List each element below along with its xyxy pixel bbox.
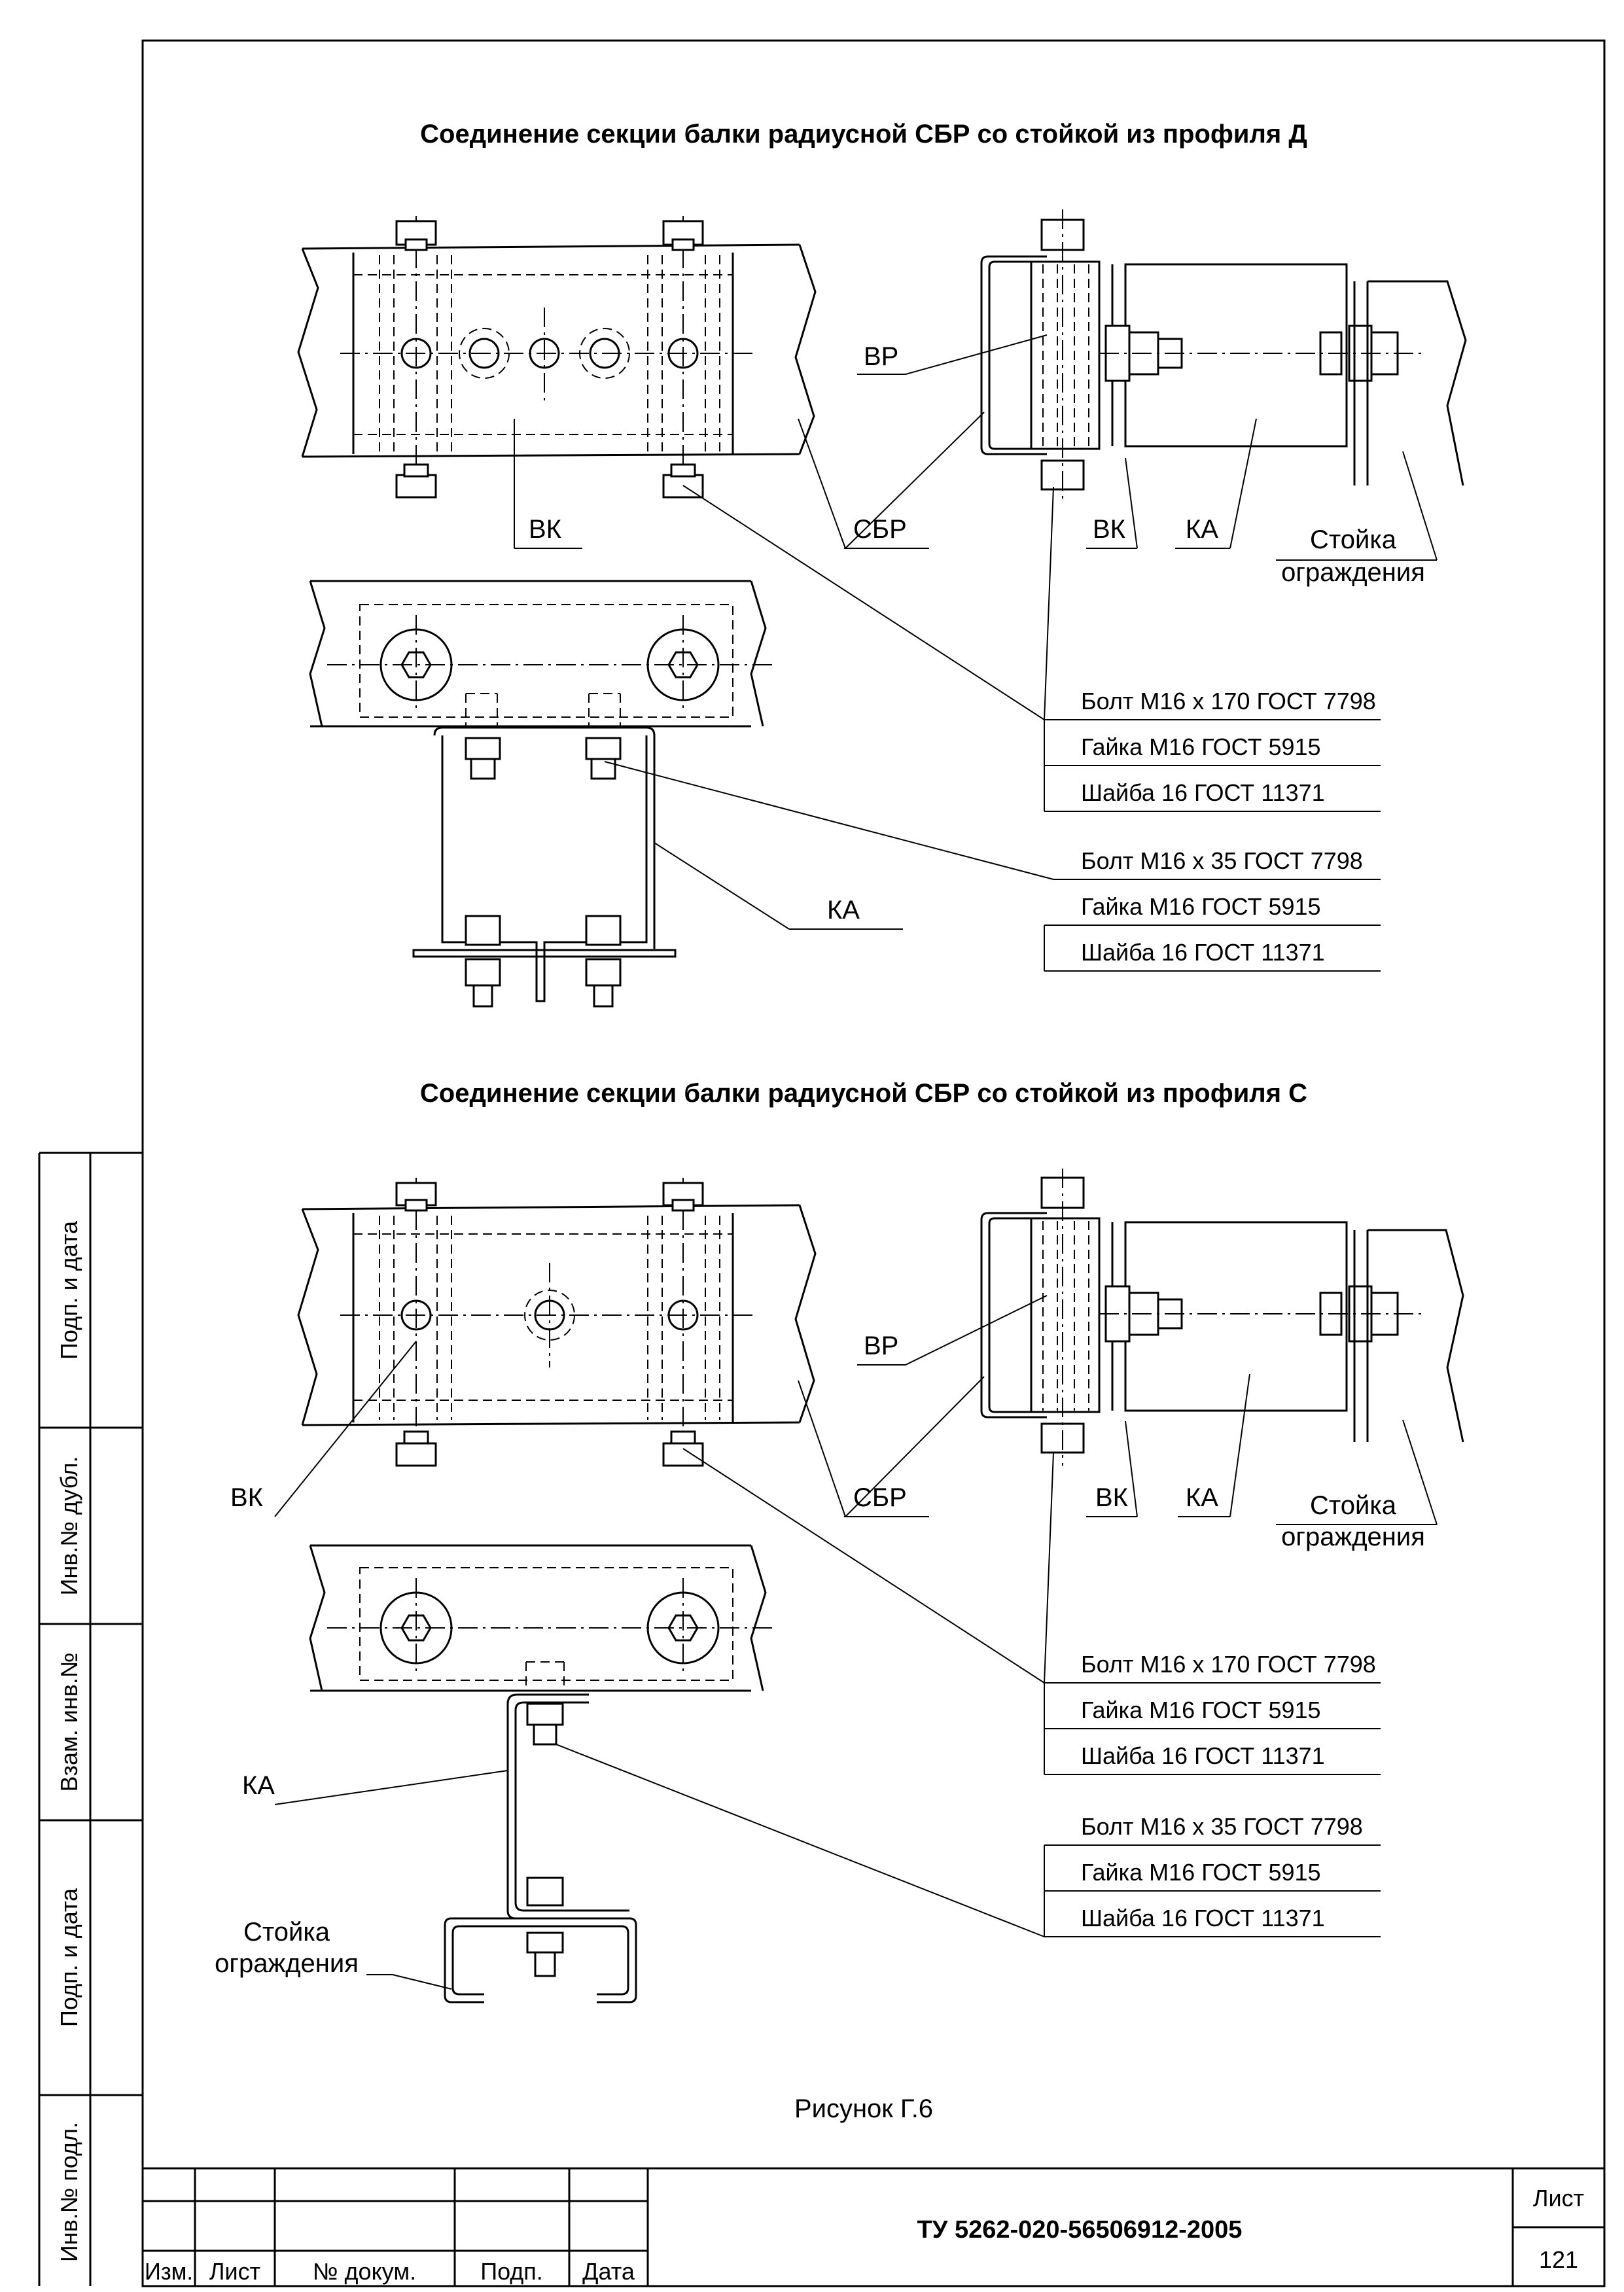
stamp-inv-original: Инв.№ подл. <box>56 2122 82 2262</box>
stamp-replace-inv: Взам. инв.№ <box>56 1652 82 1791</box>
label-sbr-top: СБР <box>853 515 907 544</box>
spec-bolt-short-bottom: Болт М16 х 35 ГОСТ 7798 <box>1081 1813 1363 1840</box>
figure-caption: Рисунок Г.6 <box>794 2094 933 2123</box>
leaders-bottom <box>274 1295 1438 1990</box>
label-post-bottom-1: Стойка <box>1310 1491 1397 1520</box>
plan-view-bottom <box>309 1544 772 2003</box>
stamp-sign-date-2: Подп. и дата <box>56 1888 82 2027</box>
label-post-bottom-2: ограждения <box>1281 1523 1425 1551</box>
col-izm: Изм. <box>145 2258 193 2285</box>
spec-nut-top-1: Гайка М16 ГОСТ 5915 <box>1081 733 1321 760</box>
title-block <box>143 2167 1604 2286</box>
sheet-label: Лист <box>1533 2185 1584 2212</box>
label-vk-side-top: ВК <box>1093 515 1126 544</box>
label-ka-plan-bottom: КА <box>242 1771 275 1800</box>
spec-washer-bottom-2: Шайба 16 ГОСТ 11371 <box>1081 1905 1325 1931</box>
label-post-plan-1: Стойка <box>243 1918 330 1947</box>
stamp-inv-duplicate: Инв.№ дубл. <box>56 1456 82 1596</box>
col-doc: № докум. <box>313 2258 416 2285</box>
spec-bolt-long-bottom: Болт М16 х 170 ГОСТ 7798 <box>1081 1651 1376 1678</box>
title-top: Соединение секции балки радиусной СБР со… <box>420 120 1307 149</box>
label-sbr-bottom: СБР <box>853 1483 907 1512</box>
label-vk-bottom: ВК <box>230 1483 264 1512</box>
spec-washer-top-1: Шайба 16 ГОСТ 11371 <box>1081 779 1325 806</box>
sheet-frame <box>38 39 1606 2287</box>
spec-lines-bottom <box>1044 1682 1381 1937</box>
title-bottom: Соединение секции балки радиусной СБР со… <box>420 1079 1307 1108</box>
col-sign: Подп. <box>480 2258 543 2285</box>
label-ka-plan-top: КА <box>827 896 860 925</box>
label-post-top-2: ограждения <box>1281 558 1425 587</box>
leaders-top <box>514 334 1438 930</box>
spec-lines-top <box>1044 719 1381 972</box>
label-vr-bottom: ВР <box>864 1331 898 1360</box>
spec-nut-bottom-1: Гайка М16 ГОСТ 5915 <box>1081 1697 1321 1723</box>
spec-bolt-short-top: Болт М16 х 35 ГОСТ 7798 <box>1081 847 1363 874</box>
label-vk-side-bottom: ВК <box>1095 1483 1129 1512</box>
label-vk-top: ВК <box>529 515 562 544</box>
beam-front-view-bottom <box>297 1178 817 1466</box>
plan-view-top <box>309 580 772 1008</box>
col-date: Дата <box>582 2258 635 2285</box>
label-ka-side-bottom: КА <box>1186 1483 1218 1512</box>
label-post-plan-2: ограждения <box>215 1949 359 1978</box>
label-post-top-1: Стойка <box>1310 525 1397 554</box>
bolt-heads-front-bottom <box>395 1182 704 1467</box>
beam-front-view-top <box>297 216 817 497</box>
label-vr-top: ВР <box>864 342 898 371</box>
spec-nut-bottom-2: Гайка М16 ГОСТ 5915 <box>1081 1859 1321 1886</box>
side-view-top <box>980 209 1467 502</box>
spec-washer-top-2: Шайба 16 ГОСТ 11371 <box>1081 939 1325 966</box>
spec-bolt-long-top: Болт М16 х 170 ГОСТ 7798 <box>1081 688 1376 714</box>
side-view-bottom <box>980 1169 1464 1466</box>
col-list: Лист <box>209 2258 260 2285</box>
sheet-number: 121 <box>1539 2246 1578 2273</box>
label-ka-side-top: КА <box>1186 515 1218 544</box>
document-number: ТУ 5262-020-56506912-2005 <box>917 2216 1243 2244</box>
spec-nut-top-2: Гайка М16 ГОСТ 5915 <box>1081 893 1321 920</box>
stamp-sign-date: Подп. и дата <box>56 1220 82 1360</box>
spec-washer-bottom-1: Шайба 16 ГОСТ 11371 <box>1081 1742 1325 1769</box>
